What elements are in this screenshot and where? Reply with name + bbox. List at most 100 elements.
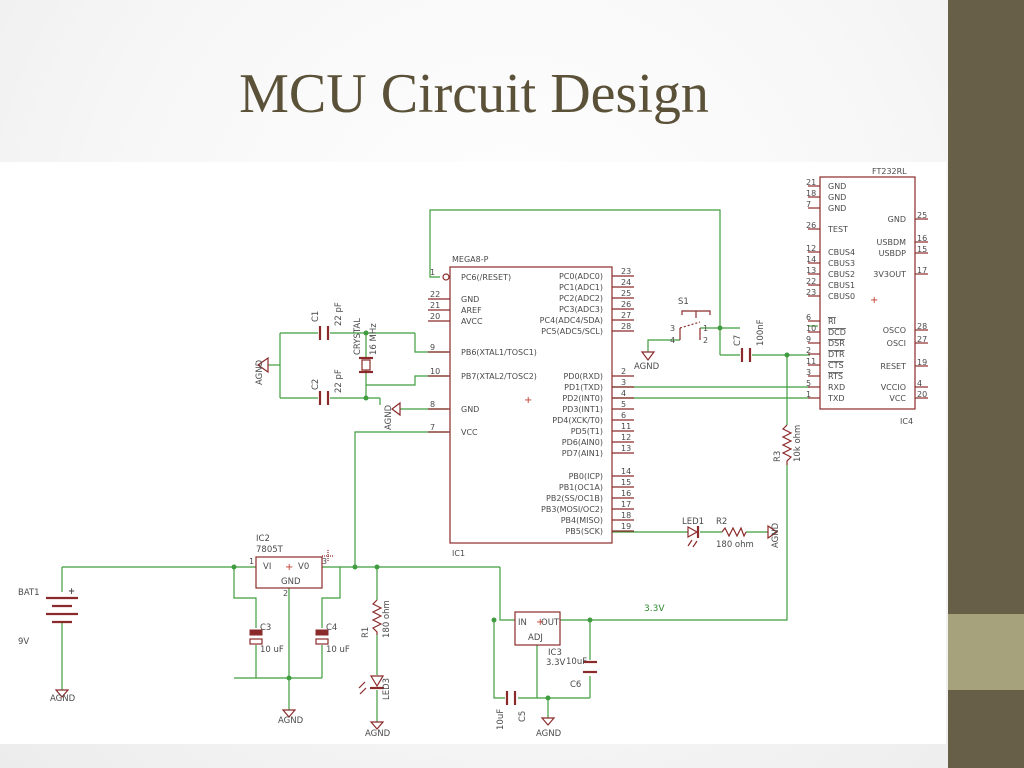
ic4-pin-number: 13 [806, 266, 816, 275]
ic4-pin-number: 16 [917, 234, 927, 243]
ic4-right-pins: 25GND16USBDM15USBDP173V3OUT28OSCO27OSCI1… [873, 211, 928, 403]
ic1-pin-number: 5 [621, 400, 626, 409]
ic4-pin-number: 6 [806, 313, 811, 322]
agnd-label: AGND [771, 522, 781, 548]
ic4-pin-number: 9 [806, 335, 811, 344]
ic1-pin-label: PD1(TXD) [564, 383, 603, 392]
ic1-pin-number: 7 [430, 423, 435, 432]
agnd-label: AGND [278, 716, 304, 726]
ic1-pin-number: 18 [621, 511, 631, 520]
agnd-regulator: AGND [278, 709, 304, 726]
c4-value: 10 uF [326, 645, 350, 655]
ic4-pin-label: VCCIO [881, 383, 906, 392]
junction-dots [231, 325, 790, 701]
ic1-pin-label: PB5(SCK) [565, 527, 603, 536]
ic4-pin-label: TXD [827, 394, 845, 403]
ic1-pin-number: 22 [430, 290, 440, 299]
agnd-label: AGND [634, 362, 660, 372]
resistor-r1: R1 180 ohm [361, 599, 392, 638]
agnd-pin8: AGND [384, 401, 401, 430]
ic1-pin-number: 3 [621, 378, 626, 387]
s1-ref: S1 [678, 297, 689, 307]
c7-value: 100nF [756, 319, 766, 346]
ic4-pin-label: CBUS4 [828, 248, 855, 257]
c2-ref: C2 [311, 379, 321, 390]
circuit-schematic: MEGA8-P IC1 1PC6(/RESET)22GND21AREF20AVC… [18, 167, 928, 739]
ic1-pin-label: PC0(ADC0) [559, 272, 603, 281]
ic4-pin-number: 25 [917, 211, 927, 220]
r2-value: 180 ohm [716, 540, 754, 550]
r2-ref: R2 [716, 517, 727, 527]
ic2-gnd: GND [281, 577, 301, 587]
c5-value: 10uF [496, 709, 506, 730]
ic1-pin-number: 23 [621, 267, 631, 276]
ic1-pin-label: PD7(AIN1) [562, 449, 603, 458]
agnd-battery: AGND [50, 689, 76, 704]
ic1-pin-label: PB0(ICP) [569, 472, 603, 481]
c2-value: 22 pF [334, 369, 344, 393]
ic4-ref: IC4 [900, 417, 913, 426]
ic1-pin-label: PC1(ADC1) [559, 283, 603, 292]
ic2-vo: V0 [298, 562, 309, 572]
ic4-pin-label: CBUS3 [828, 259, 855, 268]
ic4-pin-label: DSR [828, 339, 845, 348]
ic4-pin-label: DCD [828, 328, 846, 337]
ic1-pin-label: PC4(ADC4/SDA) [540, 316, 603, 325]
resistor-r2: R2 180 ohm [716, 517, 754, 550]
ic1-pin-number: 6 [621, 411, 626, 420]
c1-ref: C1 [311, 311, 321, 322]
ic1-pin-number: 27 [621, 311, 631, 320]
ic1-pin-label: PC6(/RESET) [461, 273, 511, 282]
ic4-pin-label: RI [828, 317, 836, 326]
ic4-pin-label: CBUS0 [828, 292, 855, 301]
ic4-pin-label: USBDM [877, 238, 907, 247]
agnd-crystal: AGND [255, 356, 269, 385]
ic4-pin-number: 27 [917, 335, 927, 344]
ic4-pin-label: CTS [828, 361, 844, 370]
ic4-pin-number: 22 [806, 277, 816, 286]
c6-ref: C6 [570, 680, 581, 690]
ic1-pin-number: 20 [430, 312, 440, 321]
ic1-pin-number: 25 [621, 289, 631, 298]
ic4-pin-number: 21 [806, 178, 816, 187]
capacitor-c2: C2 22 pF [311, 369, 344, 405]
slide-title: MCU Circuit Design [239, 63, 709, 125]
c7-ref: C7 [733, 335, 743, 346]
r1-value: 180 ohm [382, 600, 392, 638]
ic1-pin-number: 15 [621, 478, 631, 487]
agnd-led1: AGND [767, 522, 781, 548]
ic1-pin-number: 19 [621, 522, 631, 531]
ic4-pin-label: USBDP [879, 249, 907, 258]
ic1-pin-label: VCC [461, 428, 478, 437]
wires [61, 209, 818, 722]
ic1-pin-number: 14 [621, 467, 631, 476]
agnd-label: AGND [365, 729, 391, 739]
ic4-pin-number: 17 [917, 266, 927, 275]
ic1-pin-label: PC5(ADC5/SCL) [541, 327, 603, 336]
ic4-pin-number: 15 [917, 245, 927, 254]
ic1-pin-number: 26 [621, 300, 631, 309]
agnd-ic3: AGND [536, 717, 562, 739]
agnd-label: AGND [50, 694, 76, 704]
r1-ref: R1 [361, 627, 371, 638]
ic4-pin-label: OSCI [887, 339, 906, 348]
ic4-pin-number: 10 [806, 324, 816, 333]
ic1-pin-number: 4 [621, 389, 626, 398]
bat1-plus-mark: + [68, 587, 75, 597]
ic4-pin-label: VCC [889, 394, 906, 403]
ic1-pin-number: 13 [621, 444, 631, 453]
ic4-pin-number: 4 [917, 379, 922, 388]
ic4-pin-number: 11 [806, 357, 816, 366]
crystal-16mhz: CRYSTAL 16 MHz [353, 318, 379, 374]
ic2-pin1: 1 [249, 557, 254, 566]
resistor-r3: R3 10k ohm [773, 424, 803, 465]
ic2-pin3: 3 [322, 557, 327, 566]
c4-ref: C4 [326, 623, 337, 633]
ic1-pin-label: GND [461, 295, 479, 304]
ic4-pin-label: GND [888, 215, 906, 224]
s1-pin1: 1 [703, 324, 708, 333]
ic4-pin-number: 19 [917, 358, 927, 367]
r3-value: 10k ohm [793, 425, 803, 462]
